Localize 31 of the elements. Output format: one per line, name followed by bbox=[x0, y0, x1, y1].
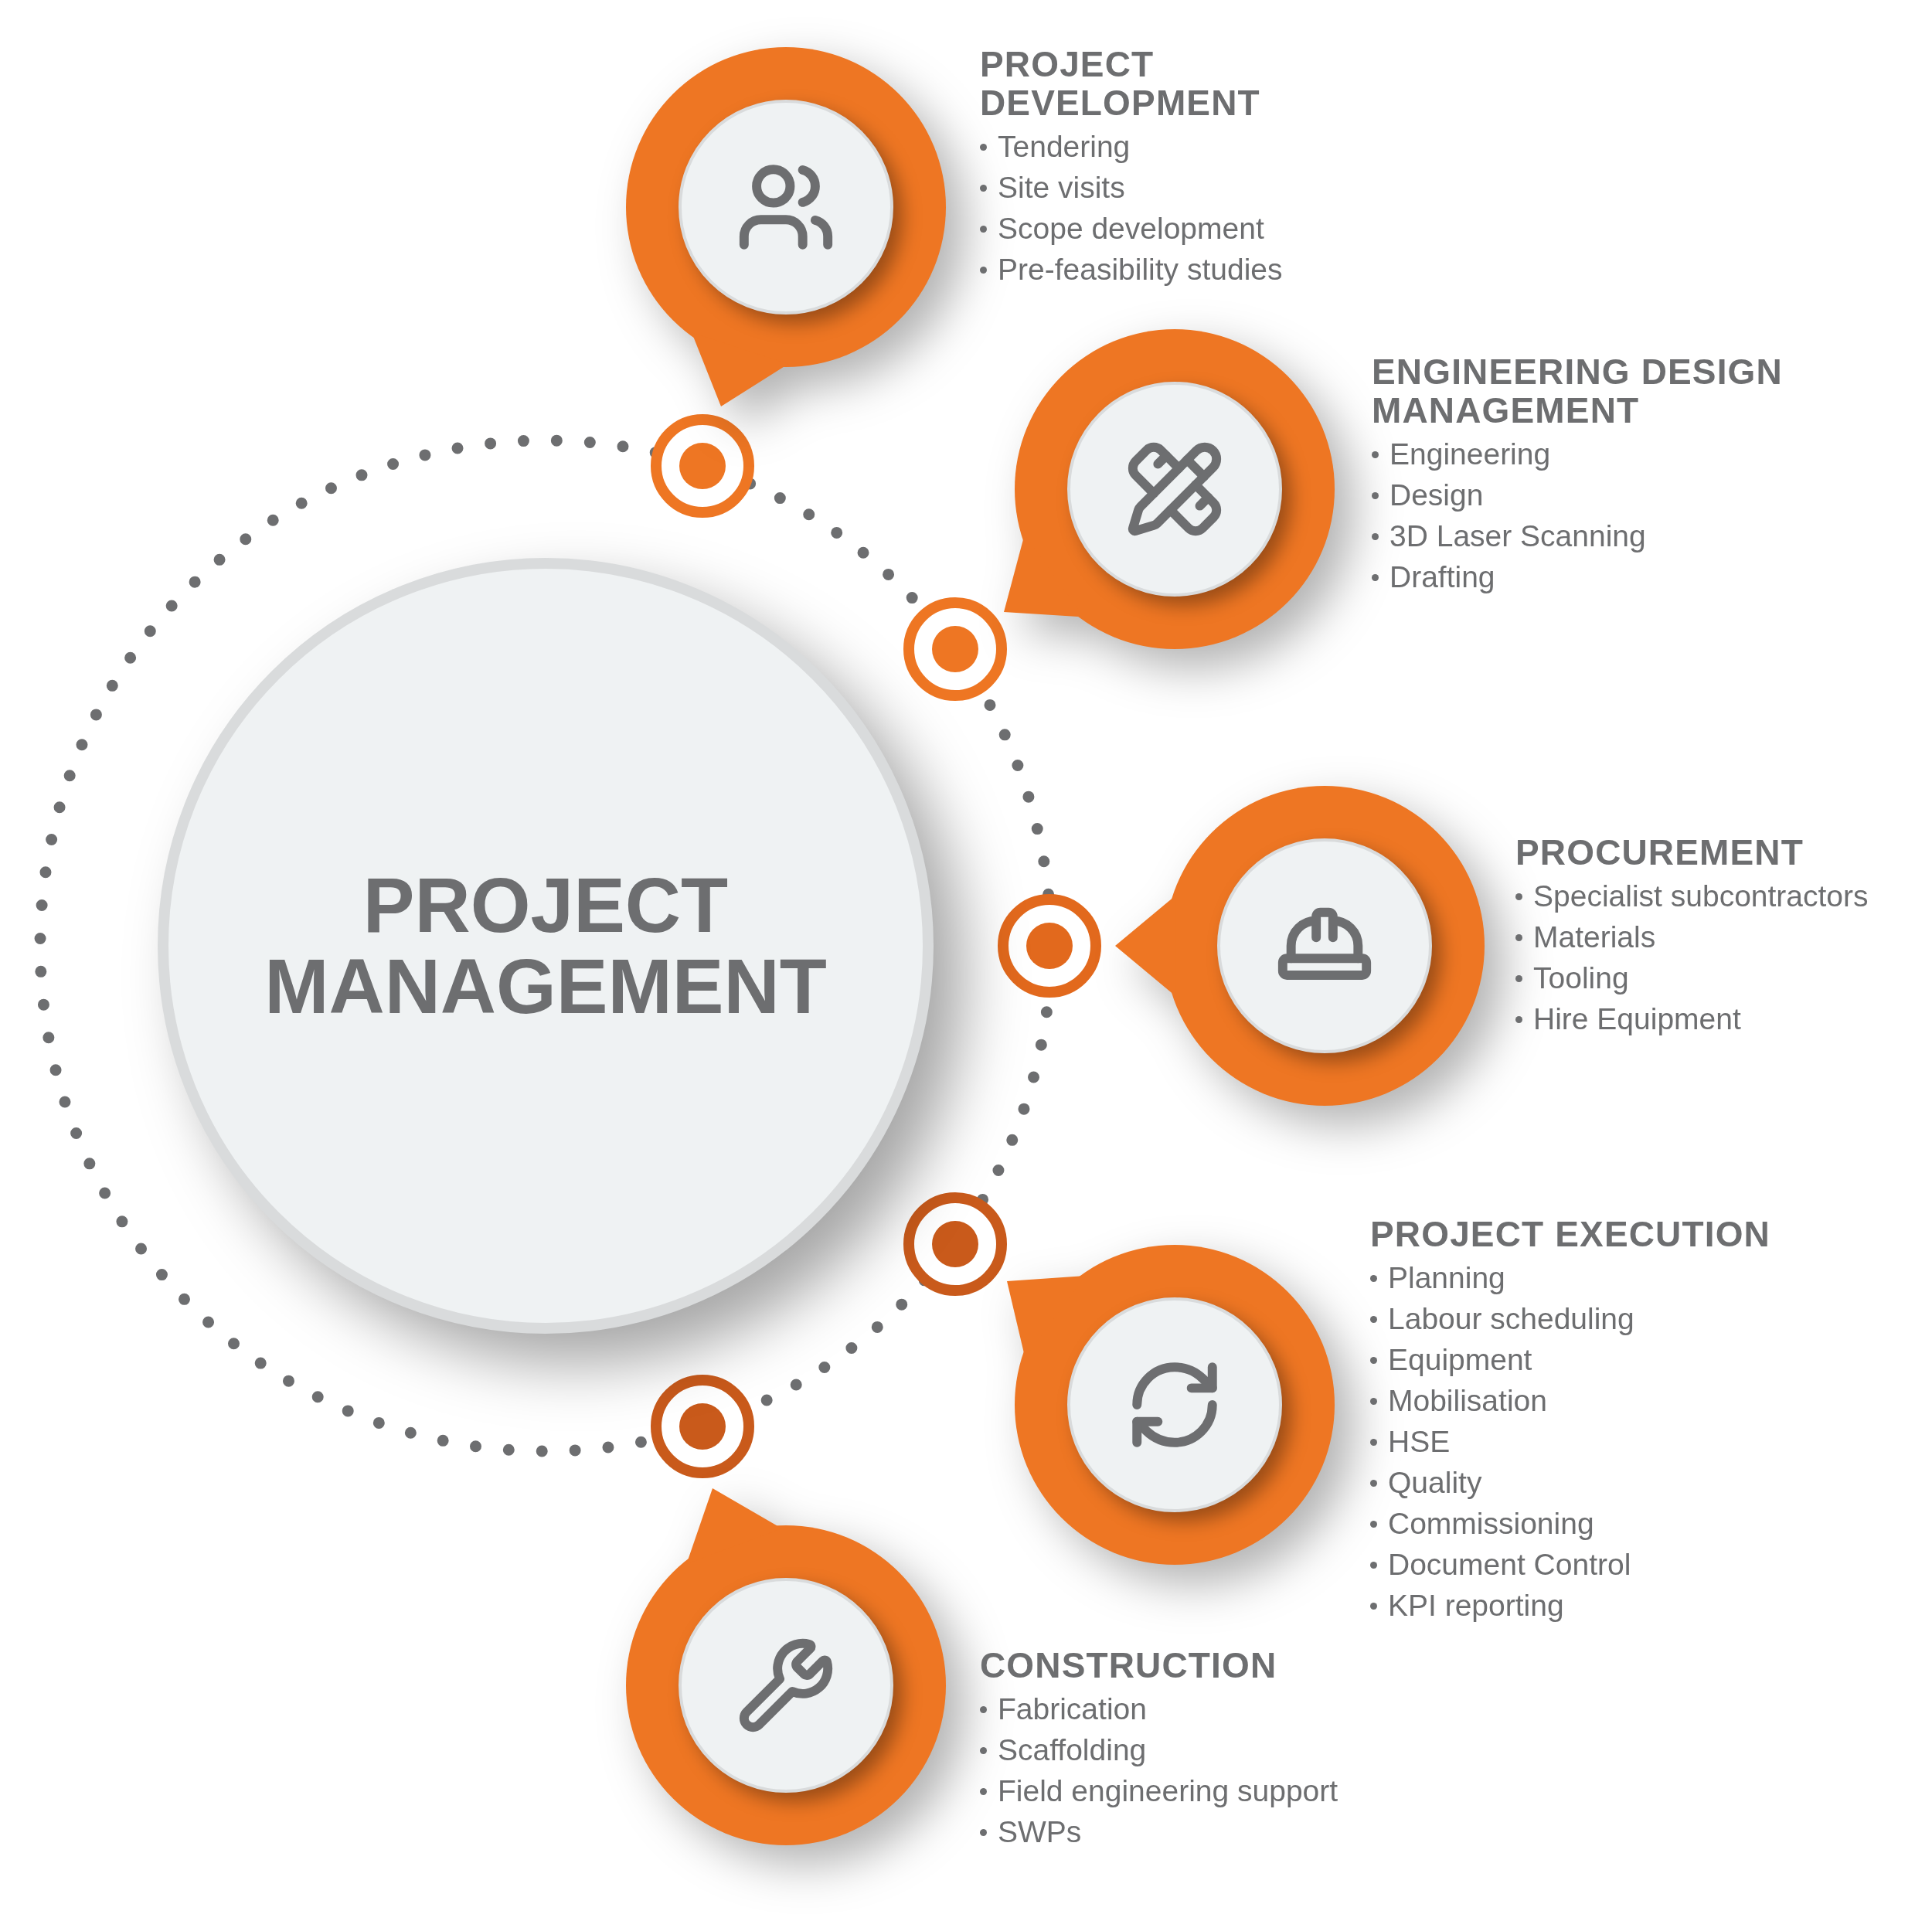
list-item: Document Control bbox=[1388, 1547, 1631, 1583]
list-item: Fabrication bbox=[998, 1692, 1147, 1728]
list-item: Planning bbox=[1388, 1260, 1505, 1297]
section-title: ENGINEERING DESIGN MANAGEMENT bbox=[1372, 352, 1784, 430]
list-item: Quality bbox=[1388, 1465, 1482, 1501]
list-item: Drafting bbox=[1389, 559, 1495, 596]
section-title: PROJECT EXECUTION bbox=[1370, 1215, 1771, 1253]
list-item: Mobilisation bbox=[1388, 1383, 1547, 1420]
list-item: Commissioning bbox=[1388, 1506, 1594, 1542]
list-item: Field engineering support bbox=[998, 1773, 1338, 1810]
section-title: PROJECT DEVELOPMENT bbox=[980, 45, 1261, 122]
list-item: Scope development bbox=[998, 211, 1264, 247]
list-item: HSE bbox=[1388, 1424, 1451, 1460]
list-item: 3D Laser Scanning bbox=[1389, 518, 1646, 555]
list-item: Materials bbox=[1533, 920, 1656, 956]
list-item: Pre-feasibility studies bbox=[998, 252, 1283, 288]
list-item: KPI reporting bbox=[1388, 1588, 1564, 1624]
list-item: Specialist subcontractors bbox=[1533, 879, 1869, 915]
list-item: Design bbox=[1389, 478, 1484, 514]
list-item: Tooling bbox=[1533, 960, 1629, 997]
list-item: Equipment bbox=[1388, 1342, 1532, 1379]
section-title: PROCUREMENT bbox=[1515, 833, 1804, 872]
list-item: SWPs bbox=[998, 1814, 1082, 1851]
list-item: Labour scheduling bbox=[1388, 1301, 1634, 1338]
list-item: Engineering bbox=[1389, 437, 1551, 473]
list-item: Tendering bbox=[998, 129, 1131, 165]
list-item: Hire Equipment bbox=[1533, 1001, 1741, 1038]
list-item: Site visits bbox=[998, 170, 1125, 206]
list-item: Scaffolding bbox=[998, 1732, 1147, 1769]
section-title: CONSTRUCTION bbox=[980, 1646, 1278, 1685]
center-title: PROJECT MANAGEMENT bbox=[264, 865, 828, 1027]
